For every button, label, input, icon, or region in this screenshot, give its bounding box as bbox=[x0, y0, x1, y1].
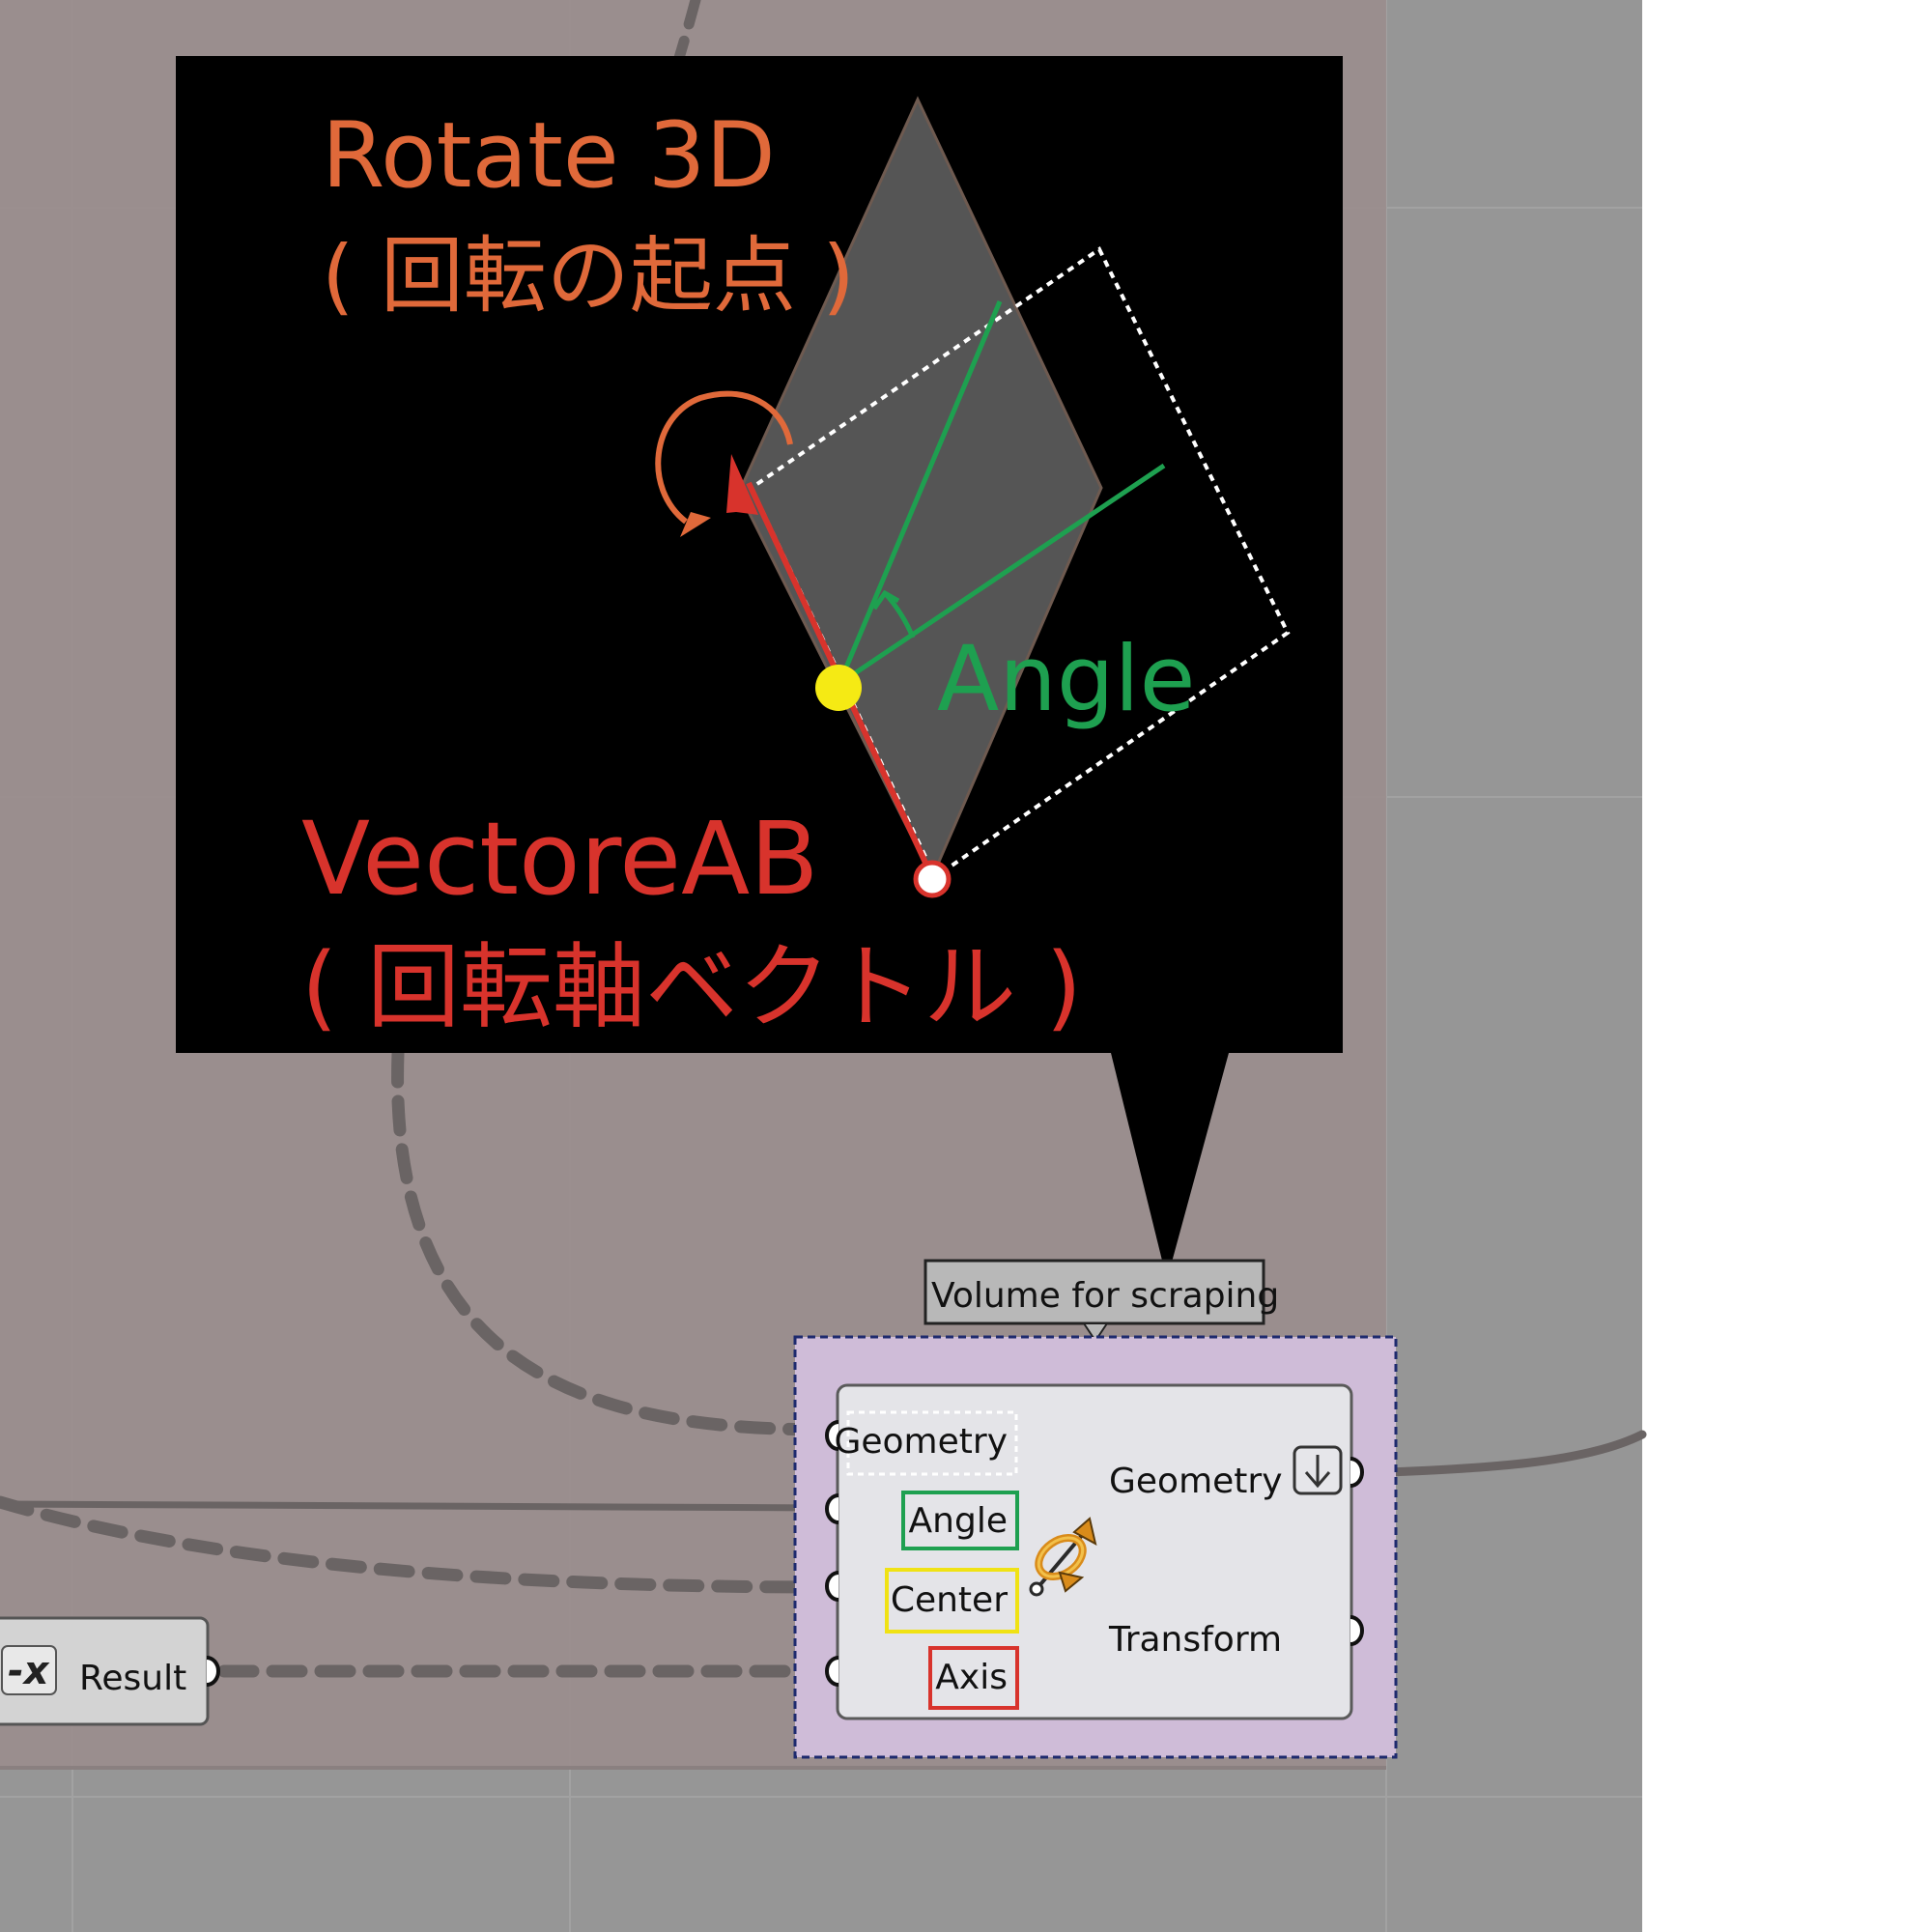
output-flatten-button[interactable] bbox=[1293, 1445, 1343, 1495]
input-label-geometry: Geometry bbox=[834, 1422, 1008, 1462]
input-grip-center[interactable] bbox=[825, 1571, 839, 1602]
output-label-geometry: Geometry bbox=[1109, 1462, 1283, 1501]
input-label-axis: Axis bbox=[935, 1658, 1008, 1697]
callout-title-line2: ( 回転の起点 ) bbox=[322, 228, 855, 325]
wire-geometry-input bbox=[391, 1046, 838, 1436]
callout-vector-line2: ( 回転軸ベクトル ) bbox=[301, 933, 1082, 1041]
angle-arc-arrowhead bbox=[871, 589, 900, 611]
callout-title-line1: Rotate 3D bbox=[322, 103, 776, 209]
axis-vector-arrowhead-icon bbox=[726, 454, 758, 515]
callout-vector-line1: VectoreAB bbox=[301, 800, 819, 918]
geometry-input-highlight bbox=[846, 1410, 1018, 1476]
angle-line-1 bbox=[840, 300, 1003, 675]
group-label-tag[interactable]: Volume for scraping bbox=[923, 1259, 1279, 1343]
rotation-arrow-icon bbox=[655, 390, 793, 525]
wire-geometry-output bbox=[1359, 1430, 1647, 1478]
negate-output-label: Result bbox=[79, 1659, 186, 1698]
callout-angle-label: Angle bbox=[937, 627, 1196, 732]
negate-result-component[interactable]: -x Result bbox=[0, 1616, 220, 1726]
rotate3d-component[interactable]: Geometry Angle Center Axis Geometry Tran… bbox=[825, 1383, 1364, 1720]
center-input-highlight bbox=[885, 1568, 1019, 1634]
right-white-margin bbox=[1642, 0, 1932, 1932]
callout-pointer bbox=[1111, 1053, 1229, 1280]
input-label-center: Center bbox=[891, 1580, 1008, 1620]
wire-angle-input bbox=[0, 1500, 835, 1512]
negate-icon: -x bbox=[8, 1649, 50, 1693]
callout-box bbox=[176, 56, 1343, 1053]
rotation-arrow-head bbox=[680, 512, 711, 537]
group-label-text: Volume for scraping bbox=[931, 1276, 1279, 1316]
wire-center-input bbox=[0, 1495, 838, 1594]
negate-icon-box bbox=[1, 1645, 57, 1695]
vector-start-point bbox=[913, 860, 952, 898]
angle-line-2 bbox=[841, 463, 1166, 684]
rotation-center-point bbox=[815, 665, 862, 711]
wire-top bbox=[673, 0, 701, 64]
axis-input-highlight bbox=[928, 1646, 1019, 1710]
callout-bubble: Rotate 3D ( 回転の起点 ) Angle VectoreAB ( 回転… bbox=[176, 56, 1343, 1280]
angle-input-highlight bbox=[901, 1491, 1019, 1550]
output-label-transform: Transform bbox=[1108, 1620, 1282, 1660]
group-label-pointer bbox=[1082, 1322, 1109, 1343]
down-arrow-head bbox=[1304, 1471, 1331, 1489]
input-grip-angle[interactable] bbox=[825, 1493, 839, 1524]
rotate3d-icon bbox=[1029, 1517, 1097, 1597]
negate-output-grip[interactable] bbox=[206, 1656, 220, 1687]
input-grip-geometry[interactable] bbox=[825, 1420, 839, 1451]
wire-layer bbox=[0, 0, 1647, 1678]
component-body bbox=[836, 1383, 1353, 1720]
output-grip-geometry[interactable] bbox=[1350, 1457, 1364, 1488]
output-grip-transform[interactable] bbox=[1350, 1615, 1364, 1646]
input-label-angle: Angle bbox=[909, 1501, 1008, 1541]
outer-group-edge bbox=[0, 1766, 1386, 1770]
input-grip-axis[interactable] bbox=[825, 1656, 839, 1687]
